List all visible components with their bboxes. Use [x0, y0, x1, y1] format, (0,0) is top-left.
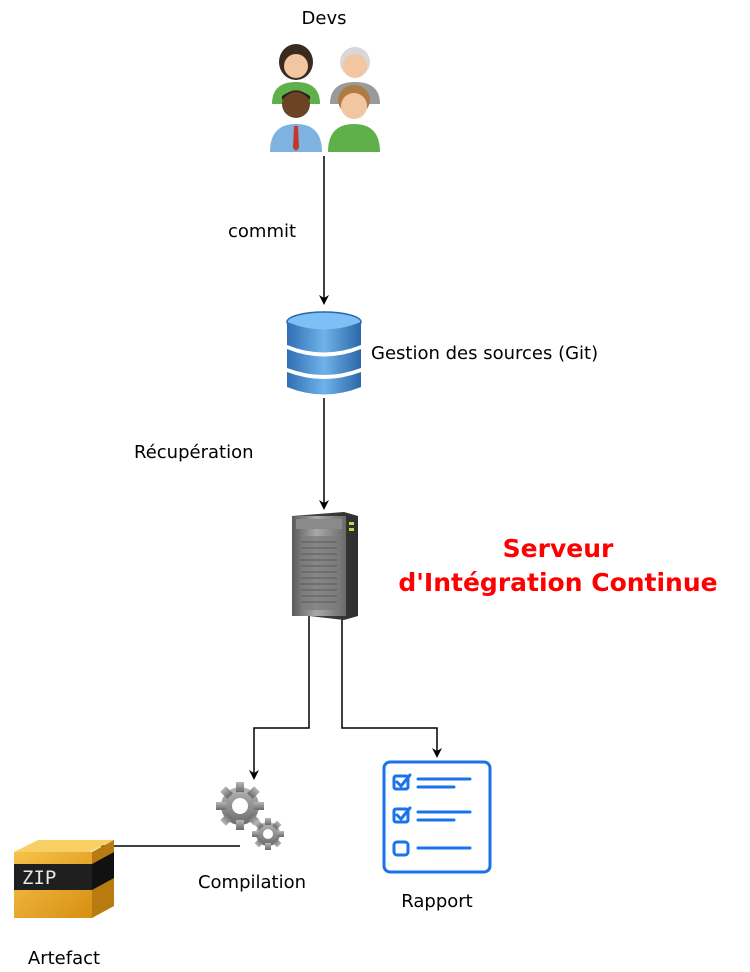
ci-server-title-line2: d'Intégration Continue — [398, 568, 718, 597]
rapport-label: Rapport — [401, 891, 473, 912]
devs-label: Devs — [301, 8, 347, 29]
ci-server-title: Serveur d'Intégration Continue — [398, 532, 717, 600]
server-tower-icon — [292, 512, 358, 620]
database-icon — [286, 311, 362, 395]
ci-server-title-line1: Serveur — [502, 534, 614, 563]
edge-to-compilation — [249, 616, 310, 780]
checklist-report-icon — [382, 760, 492, 874]
artefact-label: Artefact — [27, 948, 101, 969]
recuperation-edge-label: Récupération — [134, 442, 254, 463]
git-label: Gestion des sources (Git) — [371, 343, 599, 364]
compilation-label: Compilation — [197, 872, 307, 893]
zip-archive-icon: ZIP — [14, 840, 114, 918]
edge-to-rapport — [341, 616, 442, 758]
gears-icon — [216, 782, 284, 850]
zip-icon-text: ZIP — [22, 867, 56, 889]
commit-edge-label: commit — [228, 221, 297, 242]
people-group-icon — [270, 44, 380, 152]
